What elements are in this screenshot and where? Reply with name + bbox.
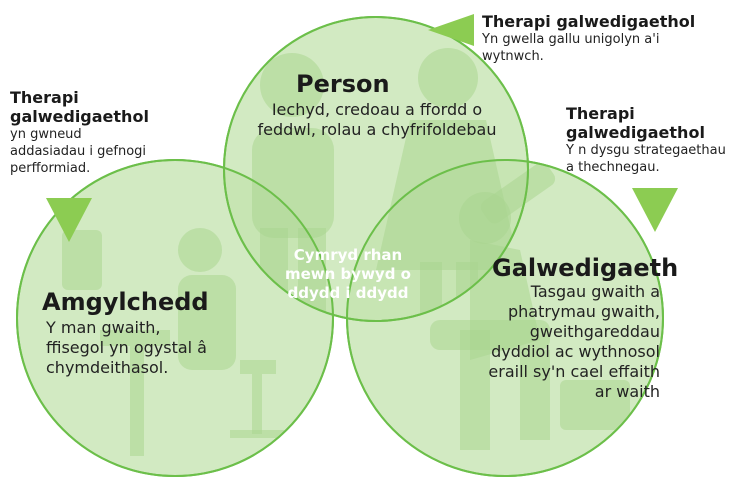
environment-description: Y man gwaith, ffisegol yn ogystal â chym…	[46, 318, 207, 378]
person-description: Iechyd, credoau a ffordd o feddwl, rolau…	[252, 100, 502, 140]
center-label: Cymryd rhan mewn bywyd o ddydd i ddydd	[268, 246, 428, 303]
note-left: Therapi galwedigaethol yn gwneud addasia…	[10, 88, 149, 177]
person-title: Person	[296, 70, 390, 98]
note-top-right: Therapi galwedigaethol Yn gwella gallu u…	[482, 12, 695, 65]
note-right: Therapi galwedigaethol Y n dysgu strateg…	[566, 104, 726, 176]
environment-title: Amgylchedd	[42, 288, 209, 316]
occupation-description: Tasgau gwaith a phatrymau gwaith, gweith…	[470, 282, 660, 402]
arrow-right	[632, 188, 678, 232]
occupation-title: Galwedigaeth	[492, 254, 678, 282]
